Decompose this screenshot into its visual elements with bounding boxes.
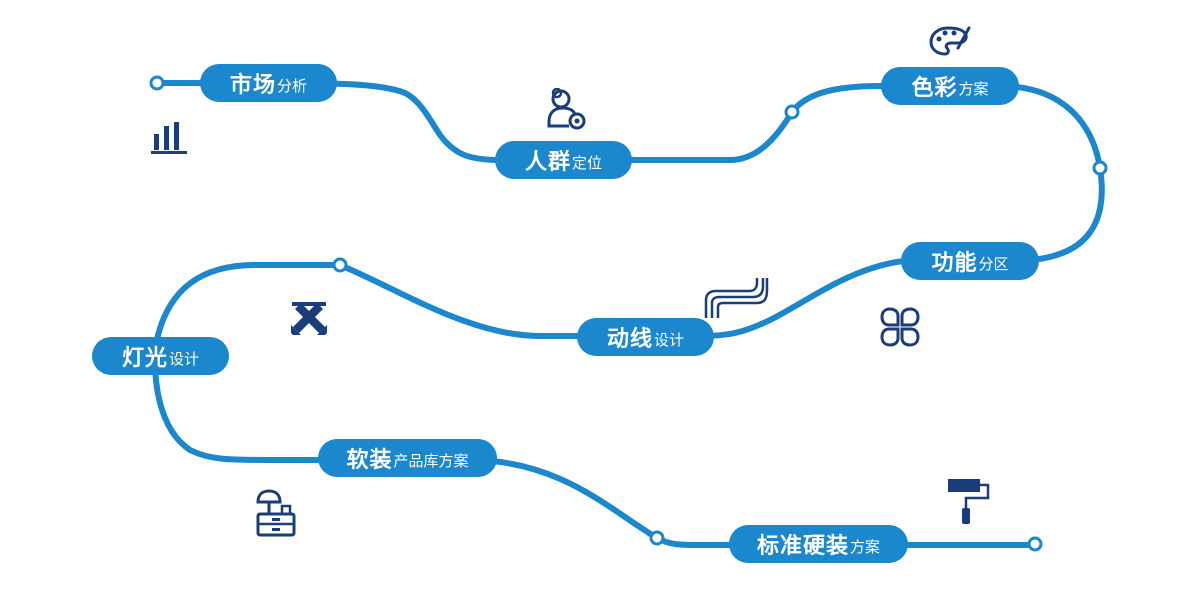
lamp-cabinet-icon [252, 488, 298, 538]
waypoint-dot [784, 104, 800, 120]
stage-main-label: 市场 [229, 73, 276, 98]
stage-function-zoning: 功能分区 [901, 242, 1039, 280]
stage-sub-label: 分析 [277, 77, 308, 95]
stage-crowd-positioning: 人群定位 [495, 141, 632, 179]
stage-sub-label: 定位 [572, 154, 603, 172]
stage-main-label: 人群 [524, 150, 571, 175]
paint-roller-icon [946, 476, 994, 526]
stage-main-label: 动线 [606, 327, 653, 352]
stage-sub-label: 设计 [654, 331, 685, 349]
waypoint-dot [1092, 160, 1108, 176]
flow-lines-icon [703, 276, 769, 320]
people-icon [541, 88, 589, 132]
stage-main-label: 软装 [346, 448, 393, 473]
stage-sub-label: 方案 [850, 538, 881, 556]
waypoint-dot [332, 257, 348, 273]
stage-sub-label: 设计 [169, 350, 200, 368]
stage-market-analysis: 市场分析 [200, 64, 337, 102]
stage-sub-label: 方案 [958, 80, 989, 98]
stage-soft-furnishing: 软装产品库方案 [318, 439, 497, 477]
stage-sub-label: 产品库方案 [393, 452, 469, 470]
stage-main-label: 色彩 [911, 76, 958, 101]
stage-main-label: 灯光 [121, 346, 168, 371]
stage-hard-decoration: 标准硬装方案 [729, 525, 908, 563]
stage-main-label: 功能 [931, 251, 978, 276]
waypoint-dot [149, 75, 165, 91]
stage-main-label: 标准硬装 [756, 534, 849, 559]
waypoint-dot [649, 530, 665, 546]
four-leaf-icon [879, 306, 921, 348]
palette-icon [928, 24, 972, 58]
stage-color-scheme: 色彩方案 [881, 67, 1019, 105]
crossed-tools-icon [289, 299, 329, 337]
stage-circulation-design: 动线设计 [577, 318, 714, 356]
stage-lighting-design: 灯光设计 [92, 337, 229, 375]
stage-sub-label: 分区 [978, 255, 1009, 273]
bar-chart-icon [150, 120, 190, 156]
waypoint-dot [1027, 536, 1043, 552]
